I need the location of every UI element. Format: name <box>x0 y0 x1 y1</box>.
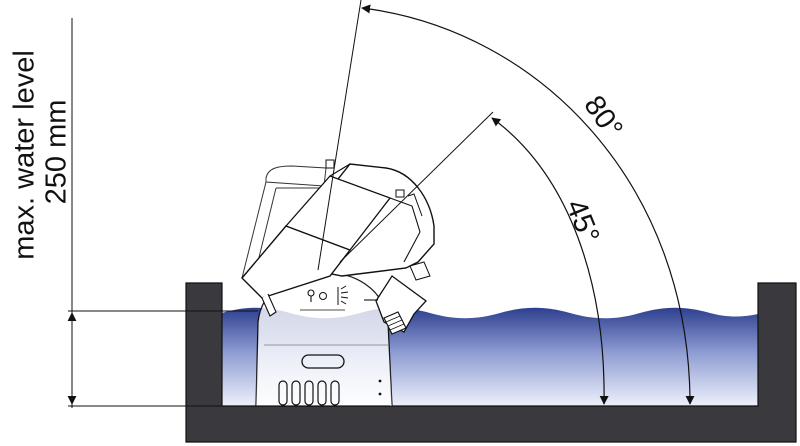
spray-icon <box>319 285 349 305</box>
angle-label-80: 80° <box>577 90 628 144</box>
bulb-icon <box>307 289 315 302</box>
angle-arc-45 <box>491 117 609 405</box>
angle-label-45: 45° <box>559 195 605 248</box>
vent-slots <box>278 380 340 406</box>
level-dimension <box>67 18 390 408</box>
basin <box>185 282 797 443</box>
max-level-label: max. water level <box>9 50 41 260</box>
device-base <box>255 271 393 407</box>
level-value-label: 250 mm <box>41 100 73 205</box>
